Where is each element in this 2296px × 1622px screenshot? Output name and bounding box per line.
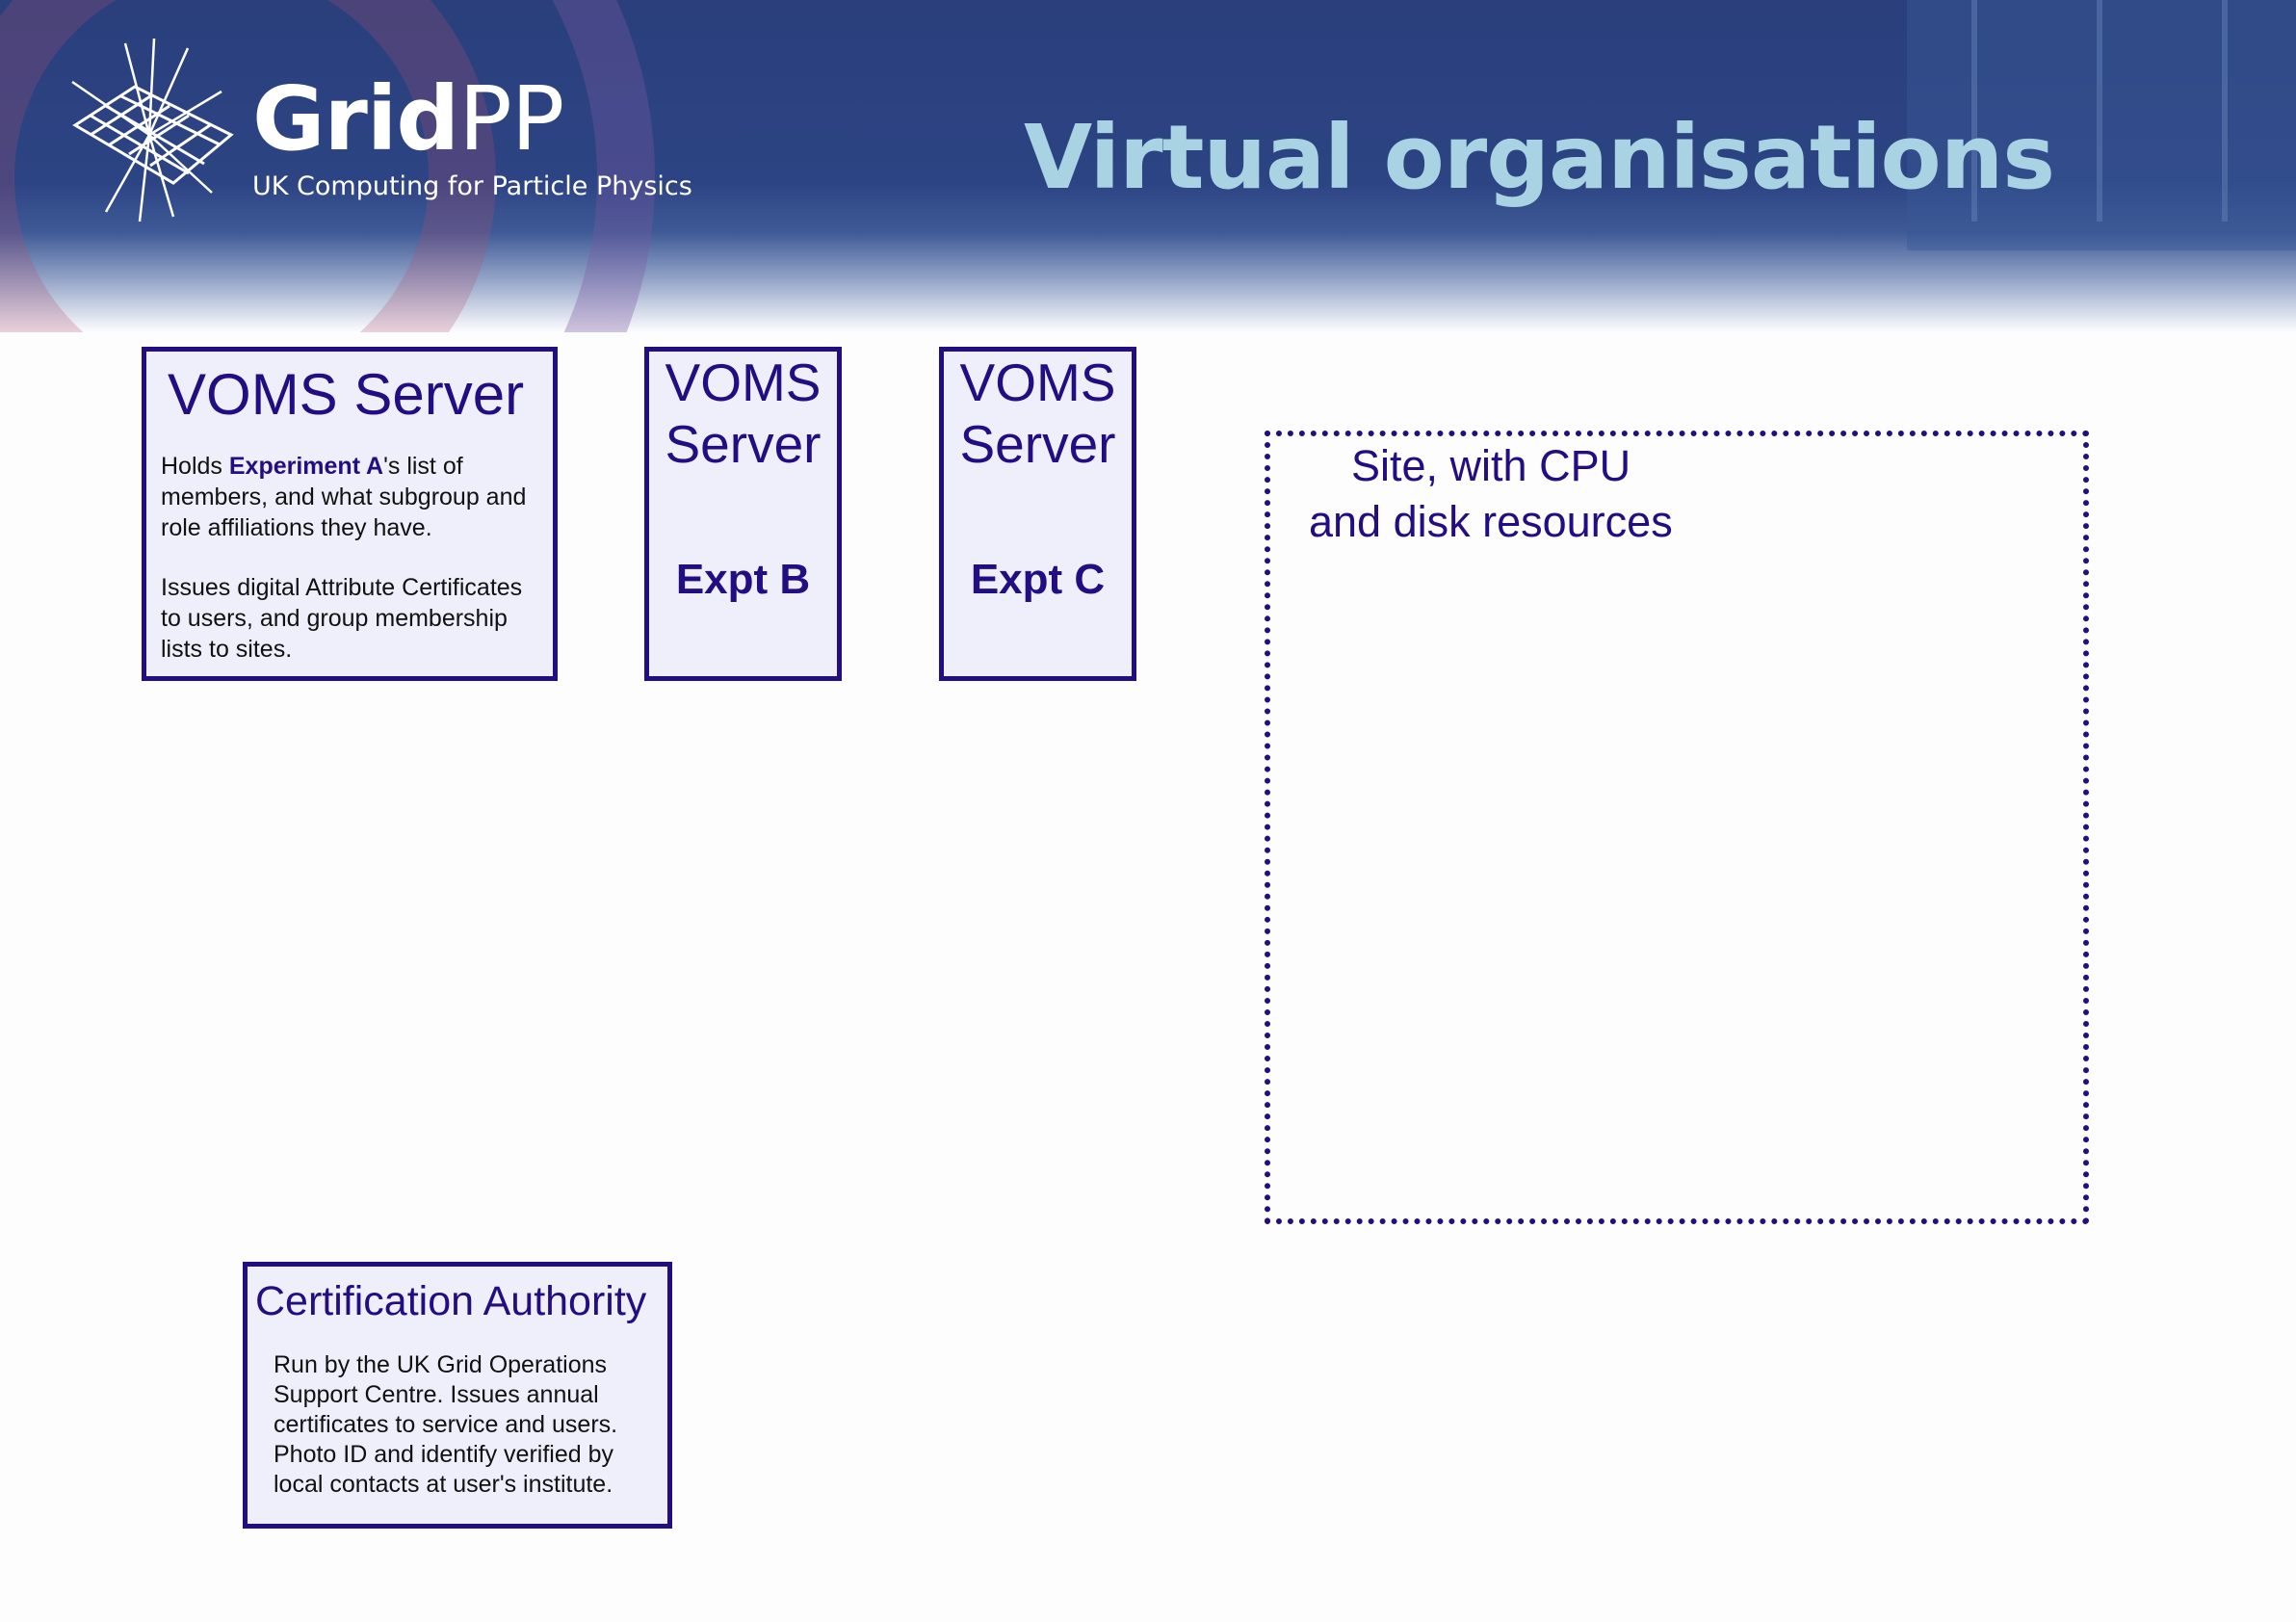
header-banner: GridPP UK Computing for Particle Physics… (0, 0, 2296, 332)
voms-b-label: Expt B (675, 556, 811, 603)
voms-a-para1-post: 's list of members, and what subgroup an… (161, 453, 527, 541)
voms-server-expt-c-box: VOMS Server Expt C (939, 347, 1136, 681)
logo-word-bold: Grid (252, 67, 459, 170)
gridpp-logo-icon (71, 39, 234, 222)
site-label: Site, with CPU and disk resources (1309, 438, 1673, 550)
voms-a-para1-pre: Holds (161, 453, 229, 480)
site-label-line1: Site, with CPU (1351, 441, 1631, 490)
voms-c-title-line1: VOMS (959, 353, 1116, 412)
voms-server-expt-b-box: VOMS Server Expt B (644, 347, 842, 681)
site-resources-region: Site, with CPU and disk resources (1265, 431, 2089, 1224)
voms-b-title: VOMS Server (649, 352, 837, 475)
logo-tagline: UK Computing for Particle Physics (252, 171, 692, 201)
voms-b-title-line1: VOMS (665, 353, 822, 412)
site-label-line2: and disk resources (1309, 497, 1673, 546)
voms-a-para1-bold: Experiment A (228, 453, 384, 480)
voms-c-label: Expt C (970, 556, 1106, 603)
voms-c-title-line2: Server (959, 414, 1116, 474)
voms-a-para2: Issues digital Attribute Certificates to… (161, 574, 523, 663)
logo-wordmark: GridPP (252, 75, 564, 164)
ca-description: Run by the UK Grid Operations Support Ce… (274, 1351, 618, 1498)
certification-authority-box: Certification Authority Run by the UK Gr… (243, 1262, 672, 1529)
voms-server-expt-a-box: VOMS Server Holds Experiment A's list of… (142, 347, 558, 681)
voms-c-title: VOMS Server (944, 352, 1132, 475)
voms-a-description: Holds Experiment A's list of members, an… (161, 451, 546, 693)
voms-b-title-line2: Server (665, 414, 822, 474)
slide-title: Virtual organisations (1024, 106, 2055, 209)
voms-a-para1: Holds Experiment A's list of members, an… (161, 451, 546, 543)
banner-decoration (0, 0, 2296, 332)
logo-word-light: PP (458, 67, 564, 170)
voms-a-title: VOMS Server (168, 362, 525, 427)
ca-title: Certification Authority (255, 1278, 647, 1324)
